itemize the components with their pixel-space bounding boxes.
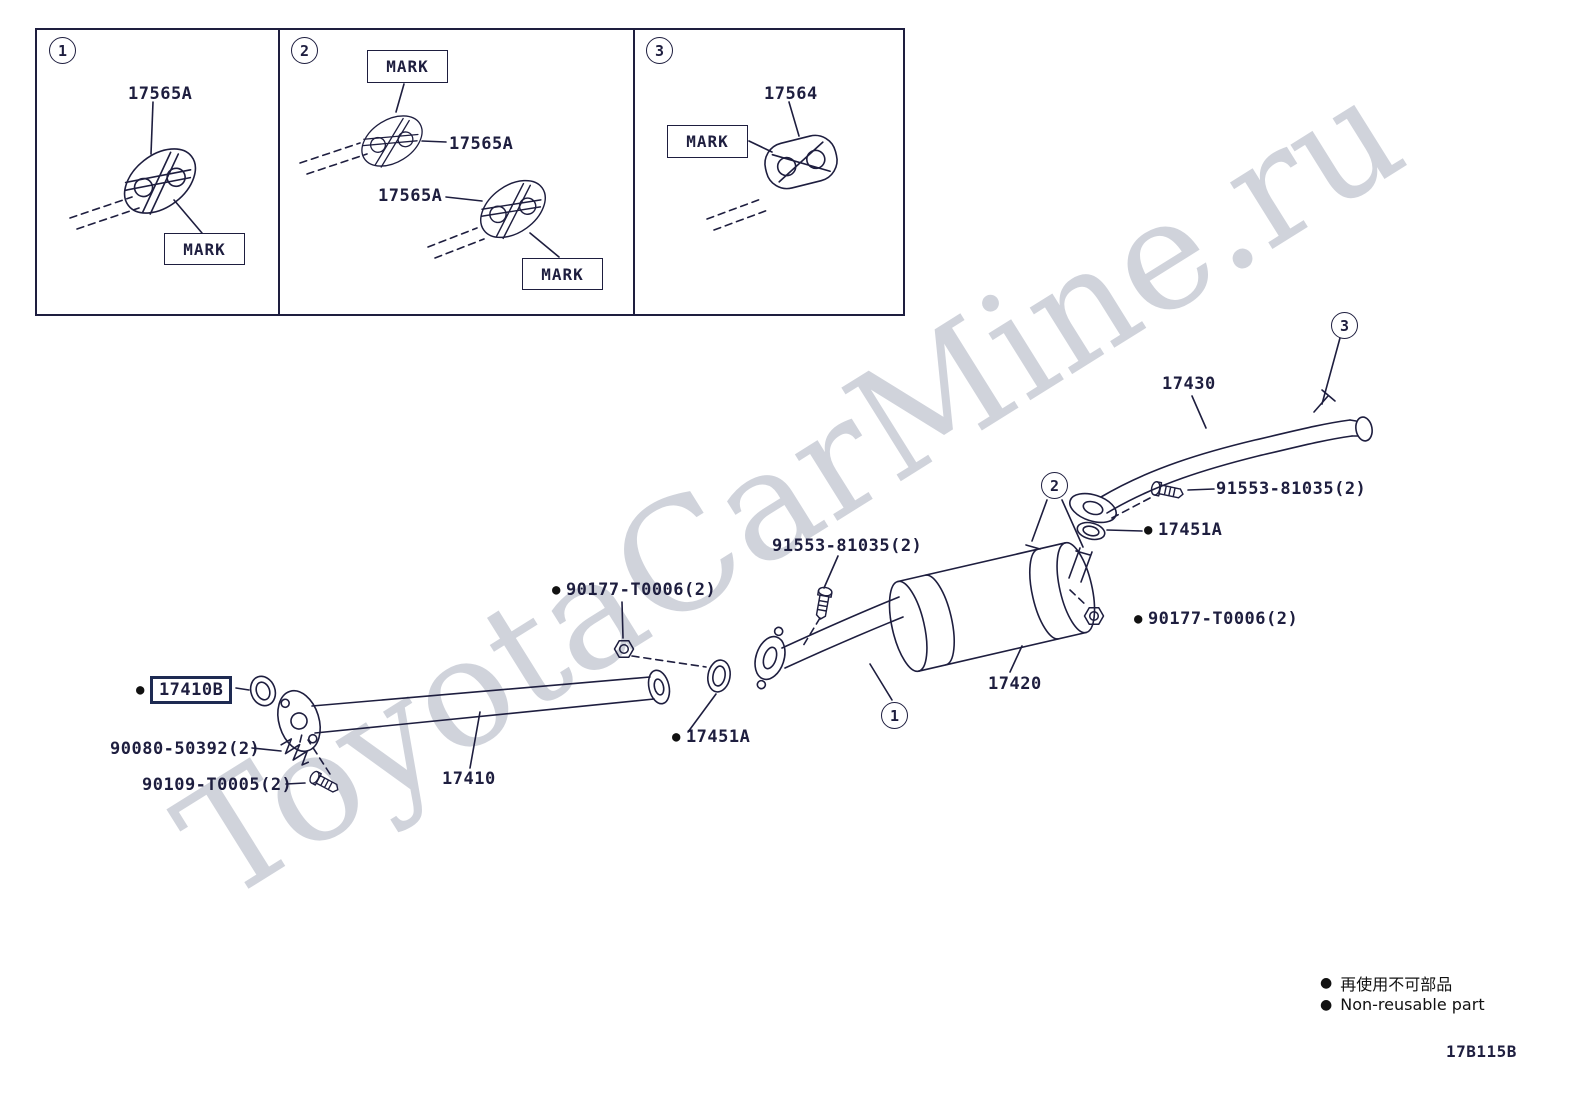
inset-divider-1 <box>278 28 280 316</box>
inset-divider-2 <box>633 28 635 316</box>
part-label-mid-gasket-row: ● 17451A <box>672 727 750 747</box>
non-reusable-dot-icon: ● <box>1320 975 1333 991</box>
inset1-mark-box: MARK <box>164 233 245 265</box>
inset-box <box>35 28 905 316</box>
non-reusable-dot-icon: ● <box>672 729 681 745</box>
part-label-tail-gasket: 17451A <box>1157 520 1223 540</box>
front-pipe-drawing <box>235 669 671 797</box>
inset3-mark-box: MARK <box>667 125 748 158</box>
legend-row-en: ● Non-reusable part <box>1320 995 1485 1014</box>
inset2-part-label-right: 17565A <box>449 134 514 154</box>
inset2-mark-box-top: MARK <box>367 50 448 83</box>
inset1-hanger-drawing <box>69 101 209 234</box>
inset3-part-label: 17564 <box>764 84 818 104</box>
main-callout-1: 1 <box>881 702 908 729</box>
main-callout-3: 3 <box>1331 312 1358 339</box>
mid-gasket-drawing <box>687 659 731 733</box>
part-label-mid-gasket: 17451A <box>685 727 751 747</box>
inset2-part-label-left: 17565A <box>378 186 443 206</box>
tail-pipe-drawing <box>1069 337 1373 541</box>
part-label-front-gasket-row: ● 17410B <box>136 676 233 704</box>
non-reusable-dot-icon: ● <box>136 682 145 698</box>
legend-text-jp: 再使用不可部品 <box>1340 975 1453 994</box>
part-label-tail-bolt: 91553-81035(2) <box>1216 479 1367 499</box>
drawing-number: 17B115B <box>1446 1042 1517 1061</box>
inset2-callout: 2 <box>291 37 318 64</box>
part-label-muffler: 17420 <box>988 674 1042 694</box>
legend-row-jp: ● 再使用不可部品 <box>1320 971 1452 995</box>
legend-text-en: Non-reusable part <box>1340 995 1485 1014</box>
non-reusable-dot-icon: ● <box>1320 996 1333 1013</box>
inset1-callout: 1 <box>49 37 76 64</box>
inset1-part-label: 17565A <box>128 84 193 104</box>
part-label-front-bolt: 90109-T0005(2) <box>142 775 293 795</box>
part-label-tail-gasket-row: ● 17451A <box>1144 520 1222 540</box>
muffler-drawing <box>613 499 1105 701</box>
front-gasket-drawing <box>249 675 277 707</box>
inset2-hanger-drawing <box>299 83 560 259</box>
inset3-hanger-drawing <box>706 101 843 231</box>
inset3-callout: 3 <box>646 37 673 64</box>
non-reusable-dot-icon: ● <box>1134 611 1143 627</box>
part-label-front-nut: 90177-T0006(2) <box>565 580 717 600</box>
part-label-rear-nut-row: ● 90177-T0006(2) <box>1134 609 1298 629</box>
non-reusable-dot-icon: ● <box>1144 522 1153 538</box>
part-label-front-pipe: 17410 <box>442 769 496 789</box>
part-label-mid-bolt: 91553-81035(2) <box>772 536 923 556</box>
part-label-rear-nut: 90177-T0006(2) <box>1147 609 1299 629</box>
non-reusable-dot-icon: ● <box>552 582 561 598</box>
part-label-front-nut-row: ● 90177-T0006(2) <box>552 580 716 600</box>
part-label-front-spring: 90080-50392(2) <box>110 739 261 759</box>
part-label-front-gasket-highlighted[interactable]: 17410B <box>149 676 233 704</box>
main-callout-2: 2 <box>1041 472 1068 499</box>
inset2-mark-box-bottom: MARK <box>522 258 603 290</box>
part-label-tail-pipe: 17430 <box>1162 374 1216 394</box>
